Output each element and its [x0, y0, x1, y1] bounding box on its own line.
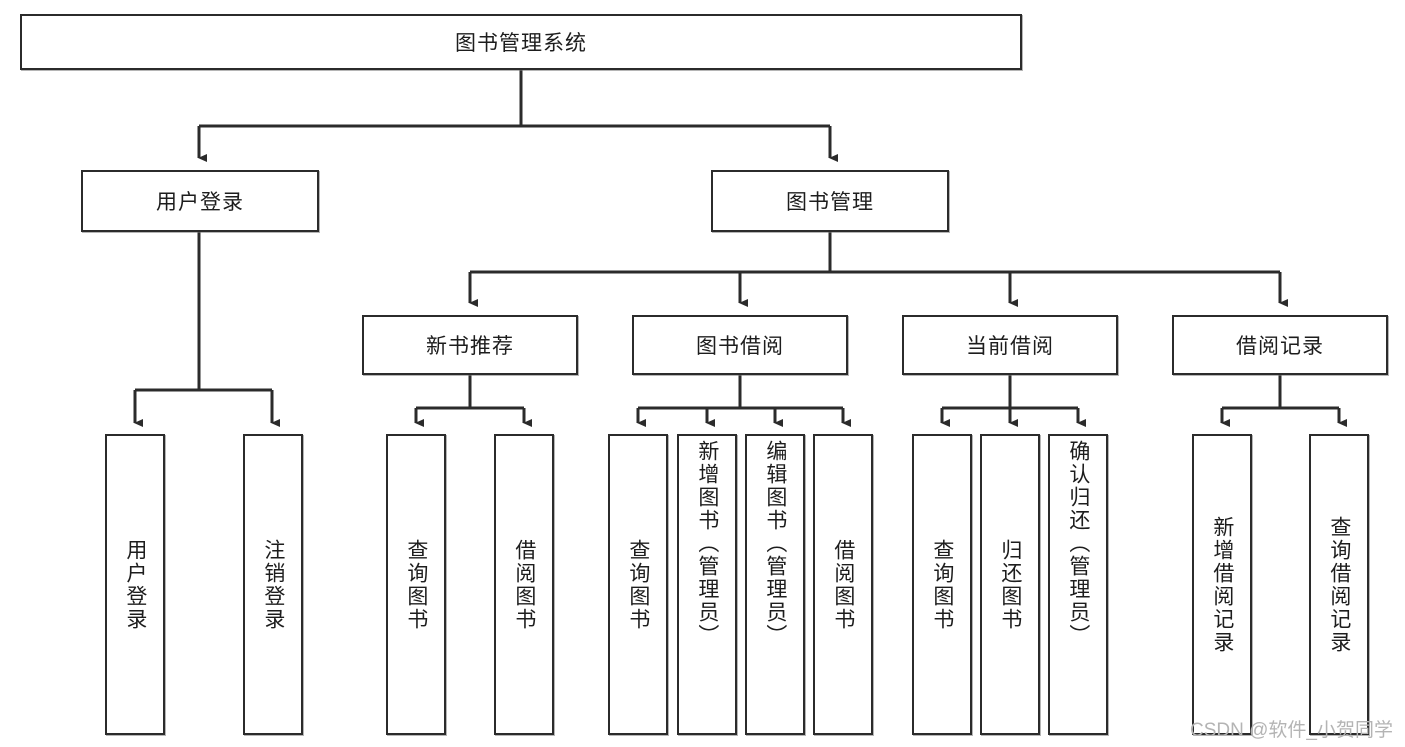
node-label: 用户登录: [123, 538, 147, 631]
node-label: 查询借阅记录: [1327, 515, 1351, 654]
node-leaf-borrow-query-book[interactable]: 查询图书: [608, 434, 668, 735]
node-leaf-borrow-edit-book-admin[interactable]: 编辑图书（管理员）: [745, 434, 805, 735]
node-leaf-borrow-add-book-admin[interactable]: 新增图书（管理员）: [677, 434, 737, 735]
node-leaf-recommend-borrow-book[interactable]: 借阅图书: [494, 434, 554, 735]
node-book-borrow[interactable]: 图书借阅: [632, 315, 848, 375]
node-leaf-user-login[interactable]: 用户登录: [105, 434, 165, 735]
node-label: 新书推荐: [426, 335, 514, 358]
node-root-book-management-system[interactable]: 图书管理系统: [20, 14, 1022, 70]
node-leaf-current-confirm-return-admin[interactable]: 确认归还（管理员）: [1048, 434, 1108, 735]
node-label: 查询图书: [626, 538, 650, 631]
csdn-watermark: CSDN @软件_小贺同学: [1190, 720, 1393, 741]
node-label: 当前借阅: [966, 335, 1054, 358]
node-label: 图书管理: [786, 191, 874, 214]
node-label: 查询图书: [930, 538, 954, 631]
node-label: 新增图书（管理员）: [695, 440, 719, 647]
node-label: 归还图书: [998, 538, 1022, 631]
node-leaf-record-query-borrow-record[interactable]: 查询借阅记录: [1309, 434, 1369, 735]
node-label: 查询图书: [404, 538, 428, 631]
node-book-management[interactable]: 图书管理: [711, 170, 949, 232]
node-label: 借阅图书: [831, 538, 855, 631]
node-user-login[interactable]: 用户登录: [81, 170, 319, 232]
node-new-book-recommend[interactable]: 新书推荐: [362, 315, 578, 375]
node-leaf-current-return-book[interactable]: 归还图书: [980, 434, 1040, 735]
node-label: 注销登录: [261, 538, 285, 631]
node-label: 借阅图书: [512, 538, 536, 631]
node-leaf-current-query-book[interactable]: 查询图书: [912, 434, 972, 735]
node-leaf-recommend-query-book[interactable]: 查询图书: [386, 434, 446, 735]
node-leaf-record-add-borrow-record[interactable]: 新增借阅记录: [1192, 434, 1252, 735]
node-label: 借阅记录: [1236, 335, 1324, 358]
node-label: 新增借阅记录: [1210, 515, 1234, 654]
node-label: 编辑图书（管理员）: [763, 440, 787, 647]
node-label: 确认归还（管理员）: [1066, 440, 1090, 647]
node-leaf-user-logout[interactable]: 注销登录: [243, 434, 303, 735]
node-label: 用户登录: [156, 191, 244, 214]
node-label: 图书借阅: [696, 335, 784, 358]
node-leaf-borrow-borrow-book[interactable]: 借阅图书: [813, 434, 873, 735]
node-current-borrow[interactable]: 当前借阅: [902, 315, 1118, 375]
node-label: 图书管理系统: [455, 32, 587, 55]
node-borrow-record[interactable]: 借阅记录: [1172, 315, 1388, 375]
